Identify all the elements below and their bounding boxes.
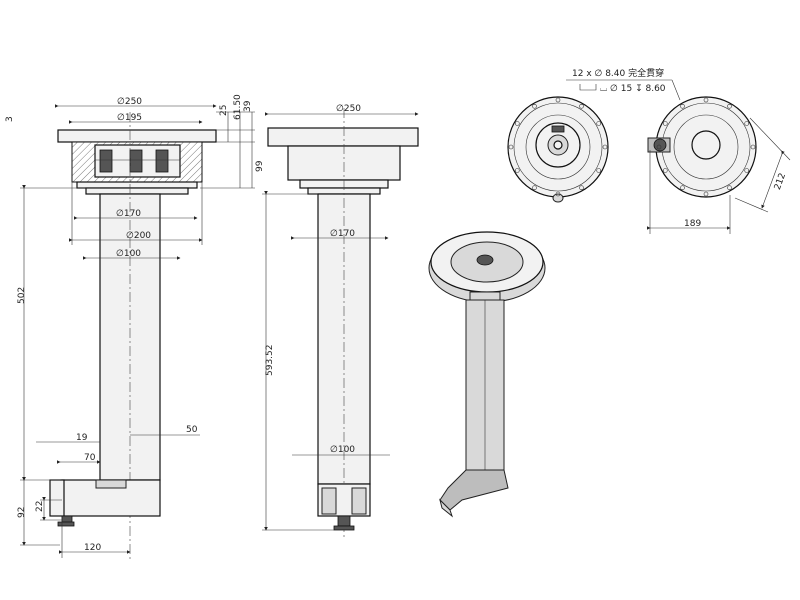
side-view: ∅250 ∅170 593.52 ∅100 (262, 104, 419, 540)
dim-dia-195: ∅195 (117, 113, 142, 123)
isometric-view (428, 231, 546, 518)
dim-dia-100-side: ∅100 (330, 445, 355, 455)
hole-note-line1: 12 x ∅ 8.40 完全貫穿 (572, 67, 664, 79)
dim-dia-200: ∅200 (126, 231, 151, 241)
dim-3: 3 (5, 116, 15, 122)
dim-25: 25 (219, 105, 229, 116)
round-top-view (507, 96, 609, 203)
bolt-hole (750, 144, 756, 150)
bolt-hole (656, 144, 662, 150)
dim-502: 502 (17, 287, 27, 304)
bolt-hole (744, 168, 750, 173)
bolt-hole (596, 168, 602, 173)
dim-19: 19 (76, 433, 88, 443)
dim-120: 120 (84, 543, 101, 553)
bolt-hole (727, 185, 732, 191)
bolt-hole (703, 97, 709, 103)
round-bottom-view: 212 189 (647, 79, 791, 234)
bolt-hole (662, 121, 668, 126)
dim-dia-170-front: ∅170 (116, 209, 141, 219)
dim-50: 50 (186, 425, 198, 435)
bolt-hole (579, 185, 584, 191)
bolt-hole (727, 103, 732, 109)
bolt-hole (514, 168, 520, 173)
dim-70: 70 (84, 453, 96, 463)
bolt-hole (555, 97, 561, 103)
dim-dia-250-side: ∅250 (336, 104, 361, 114)
bolt-holes-left (508, 97, 608, 197)
front-section-view: 3 ∅250 ∅195 25 61.50 39 ∅170 ∅200 ∅100 9… (5, 94, 265, 560)
hole-callout: 12 x ∅ 8.40 完全貫穿 ⌴ ∅ 15 ↧ 8.60 (566, 67, 672, 94)
bolt-hole (508, 144, 514, 150)
bolt-holes-right (656, 97, 756, 197)
dim-39: 39 (243, 100, 253, 112)
bolt-hole (602, 144, 608, 150)
bolt-hole (680, 103, 685, 109)
bolt-hole (680, 185, 685, 191)
dim-22: 22 (35, 501, 45, 512)
dim-99: 99 (255, 160, 265, 172)
bolt-hole (532, 185, 537, 191)
dim-189: 189 (684, 219, 701, 229)
dim-212: 212 (773, 172, 788, 192)
dim-61-50: 61.50 (233, 94, 243, 120)
dim-593-52: 593.52 (265, 345, 275, 377)
bolt-hole (555, 191, 561, 197)
bolt-hole (703, 191, 709, 197)
bolt-hole (579, 103, 584, 109)
bolt-hole (596, 121, 602, 126)
bolt-hole (514, 121, 520, 126)
dim-92: 92 (17, 507, 27, 518)
dim-dia-100-front: ∅100 (116, 249, 141, 259)
bolt-hole (662, 168, 668, 173)
bolt-hole (744, 121, 750, 126)
dim-dia-170-side: ∅170 (330, 229, 355, 239)
bolt-hole (532, 103, 537, 109)
hole-note-line2: ⌴ ∅ 15 ↧ 8.60 (600, 84, 666, 94)
dim-dia-250-front: ∅250 (117, 97, 142, 107)
